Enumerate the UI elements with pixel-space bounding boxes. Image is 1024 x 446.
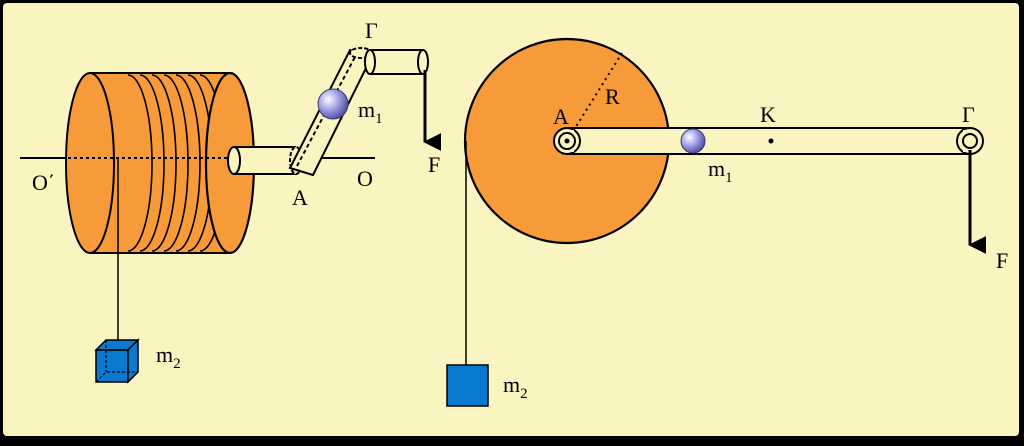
right-front-view: A R K Γ F m1 m2 bbox=[446, 37, 1008, 407]
label-axis-o: O bbox=[357, 166, 373, 191]
label-m2-left: m2 bbox=[156, 342, 181, 372]
label-m1-left: m1 bbox=[358, 97, 383, 127]
label-m2-left-subscript: 2 bbox=[173, 356, 181, 372]
label-force-right: F bbox=[996, 248, 1008, 273]
mass-m2-block bbox=[446, 364, 489, 407]
mass-m2-cube bbox=[94, 338, 140, 384]
label-m1-right-subscript: 1 bbox=[725, 170, 733, 186]
handle-end-left bbox=[364, 49, 376, 75]
rope-winding-1 bbox=[127, 74, 153, 252]
label-m1-left-main: m bbox=[358, 97, 375, 122]
shaft-body bbox=[234, 147, 296, 174]
label-force-left: F bbox=[428, 152, 440, 177]
shaft-cylinder bbox=[227, 146, 303, 175]
rope-winding-4 bbox=[163, 74, 189, 252]
cube-hidden-edges bbox=[95, 371, 138, 383]
label-gamma-right: Γ bbox=[962, 102, 975, 127]
label-m1-left-subscript: 1 bbox=[375, 111, 383, 127]
bead-m1-right bbox=[680, 128, 706, 154]
pivot-dot bbox=[564, 138, 570, 144]
handle-end-right bbox=[417, 49, 429, 75]
label-m1-right-main: m bbox=[708, 156, 725, 181]
left-perspective-view: O΄ O A Γ F m1 m2 bbox=[20, 18, 442, 384]
midpoint-k-dot bbox=[768, 138, 774, 144]
rope-winding-3 bbox=[151, 74, 177, 252]
drum-cylinder bbox=[65, 71, 256, 255]
label-m2-right-subscript: 2 bbox=[520, 386, 528, 402]
label-midpoint-k: K bbox=[760, 102, 776, 127]
label-m2-left-main: m bbox=[156, 342, 173, 367]
end-ring-gamma bbox=[962, 133, 978, 149]
label-pivot-a-left: A bbox=[292, 185, 308, 210]
label-pivot-a-right: A bbox=[553, 104, 569, 129]
drum-back-face bbox=[65, 72, 115, 254]
label-m1-right: m1 bbox=[708, 156, 733, 186]
rod-bar bbox=[566, 127, 971, 155]
label-gamma-left: Γ bbox=[365, 18, 378, 43]
label-axis-o-prime: O΄ bbox=[32, 170, 55, 195]
bead-m1-left bbox=[317, 88, 349, 120]
handle-body bbox=[370, 50, 423, 74]
crank-handle bbox=[364, 49, 429, 75]
label-m2-right: m2 bbox=[503, 372, 528, 402]
horizontal-rod bbox=[553, 127, 984, 155]
shaft-end-left bbox=[227, 146, 241, 175]
label-m2-right-main: m bbox=[503, 372, 520, 397]
rope-winding-2 bbox=[139, 74, 165, 252]
rope-winding-5 bbox=[175, 74, 201, 252]
label-radius-r: R bbox=[605, 84, 620, 109]
